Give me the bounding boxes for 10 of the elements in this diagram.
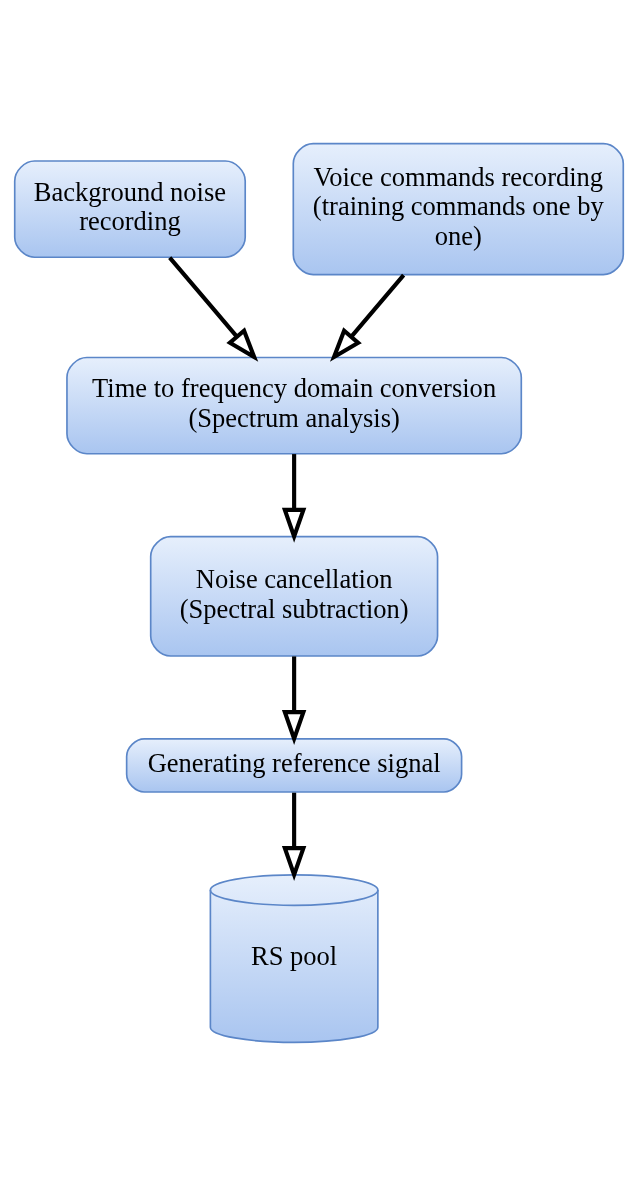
node-box: Generating reference signal: [125, 738, 463, 793]
arrow: [281, 656, 307, 745]
arrow: [281, 454, 307, 543]
arrow: [329, 273, 406, 362]
arrow: [281, 792, 307, 881]
node-box: Background noise recording: [13, 160, 247, 259]
node-box: Noise cancellation (Spectral subtraction): [149, 535, 439, 657]
arrow: [168, 256, 259, 362]
node-box: Voice commands recording (training commands one by one): [292, 142, 625, 276]
node-box: Time to frequency domain conversion (Spectrum analysis): [66, 356, 523, 455]
